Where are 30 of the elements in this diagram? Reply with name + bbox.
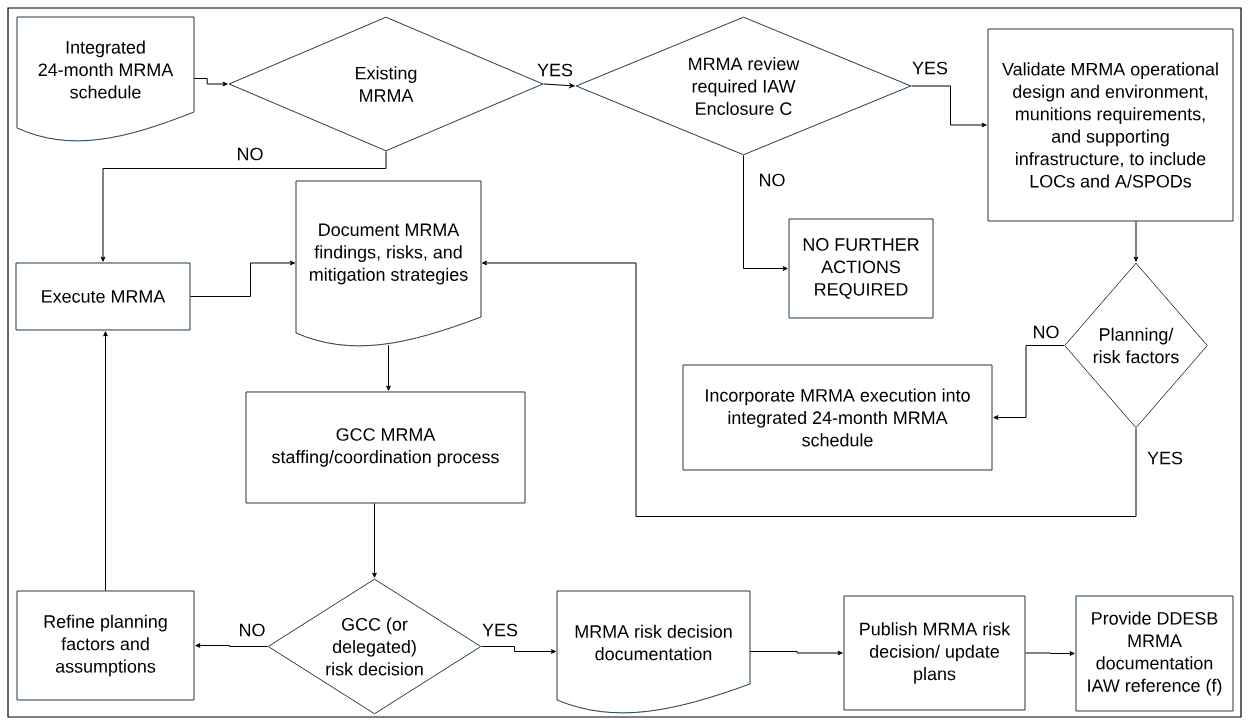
process-box: Provide DDESB MRMA documentation IAW reference (f) (1075, 595, 1234, 712)
edge-label: NO (757, 172, 787, 188)
arrow (100, 151, 387, 262)
edge-label: NO (237, 622, 267, 638)
arrow (190, 260, 296, 297)
arrow (993, 345, 1065, 420)
arrow (543, 83, 575, 88)
process-box: Execute MRMA (15, 262, 191, 331)
edge-label: YES (911, 60, 949, 76)
process-box: Refine planning factors and assumptions (16, 590, 195, 701)
arrow (372, 503, 377, 578)
arrow (1133, 221, 1139, 262)
arrow (481, 646, 557, 654)
process-box: NO FURTHER ACTIONS REQUIRED (788, 218, 934, 319)
arrow (743, 155, 788, 271)
arrow (481, 260, 1137, 517)
arrow (911, 85, 987, 128)
edge-label: YES (1146, 450, 1184, 466)
arrow (386, 344, 391, 391)
process-box: GCC MRMA staffing/coordination process (245, 391, 526, 504)
arrow (749, 650, 843, 656)
process-box: Incorporate MRMA execution into integrated 24-month MRMA schedule (682, 364, 993, 471)
arrow (103, 331, 108, 591)
arrow (1025, 651, 1075, 656)
arrow (193, 78, 228, 87)
process-box: Publish MRMA risk decision/ update plans (843, 595, 1026, 711)
edge-label: NO (1031, 324, 1061, 340)
arrow (195, 643, 268, 648)
process-box: Validate MRMA operational design and environment, munitions requirements, and supporting infrastructure, to include LOCs and A/SPODs (987, 28, 1234, 222)
edge-label: YES (481, 622, 519, 638)
